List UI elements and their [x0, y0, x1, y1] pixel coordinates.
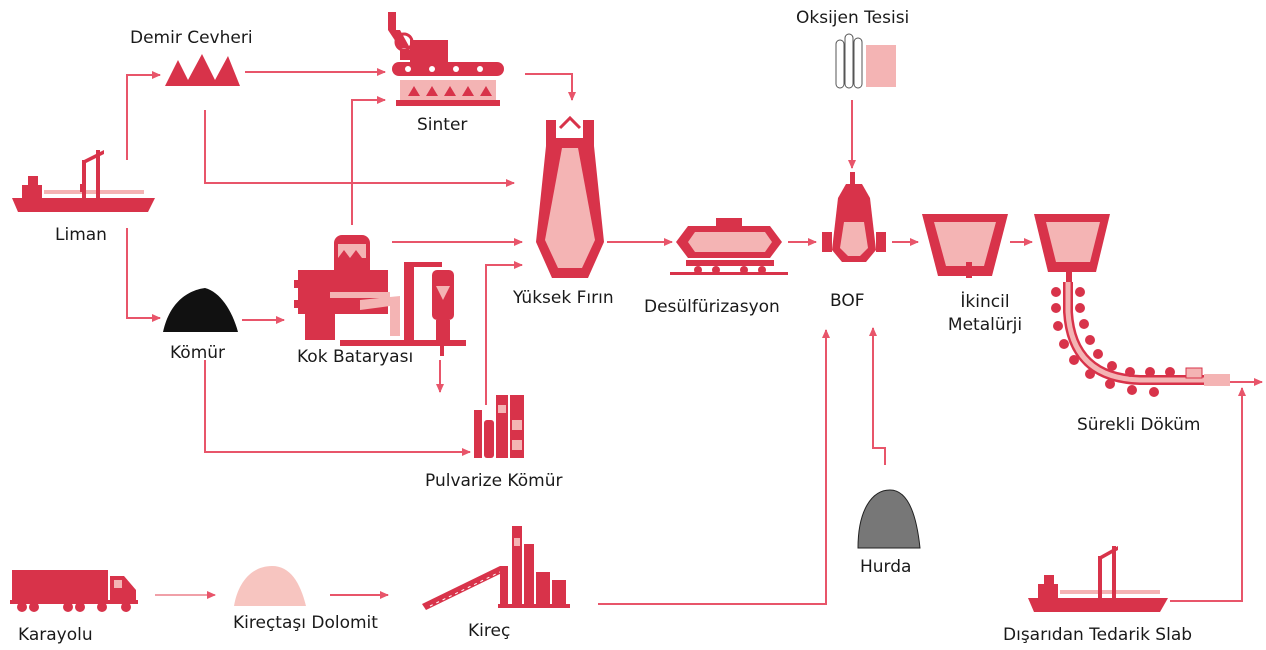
- coke-oven-icon: [294, 235, 466, 356]
- arrow-hurda-bof: [869, 327, 886, 465]
- oxygen-tanks-icon: [835, 33, 896, 89]
- label-disaridan-tedarik-slab: Dışarıdan Tedarik Slab: [1003, 625, 1193, 645]
- label-kok-bataryasi: Kok Bataryası: [297, 347, 414, 367]
- flow-arrows: [126, 68, 1263, 605]
- label-bof: BOF: [830, 291, 865, 311]
- sinter-machine-icon: [388, 12, 504, 106]
- label-oksijen-tesisi: Oksijen Tesisi: [796, 8, 910, 28]
- arrow-kok-sinter: [351, 96, 386, 225]
- label-desulfurizasyon: Desülfürizasyon: [644, 297, 780, 317]
- label-demir-cevheri: Demir Cevheri: [130, 28, 253, 48]
- torpedo-car-icon: [670, 218, 788, 275]
- label-ikincil-line2: Metalürji: [947, 315, 1023, 335]
- arrow-liman-demir: [126, 71, 161, 160]
- limestone-pile-icon: [234, 566, 306, 606]
- label-komur: Kömür: [170, 343, 226, 363]
- blast-furnace-icon: [536, 115, 604, 278]
- label-hurda: Hurda: [860, 557, 912, 577]
- truck-icon: [10, 570, 138, 612]
- scrap-pile-icon: [857, 489, 921, 549]
- arrow-sinter-yuksek: [525, 73, 576, 101]
- arrow-slab-out: [1170, 387, 1246, 602]
- label-karayolu: Karayolu: [18, 625, 93, 645]
- label-kirectasi-dolomit: Kireçtaşı Dolomit: [233, 613, 378, 633]
- converter-icon: [822, 172, 886, 262]
- arrow-pulv-yuksek: [485, 261, 523, 405]
- label-yuksek-firin: Yüksek Fırın: [513, 288, 614, 308]
- label-ikincil-line1: İkincil: [960, 292, 1010, 312]
- label-liman: Liman: [55, 225, 107, 245]
- label-pulvarize-komur: Pulvarize Kömür: [425, 471, 563, 491]
- label-kirec: Kireç: [468, 621, 511, 641]
- label-surekli-dokum: Sürekli Döküm: [1077, 415, 1201, 435]
- coal-pile-icon: [163, 288, 238, 332]
- ladle-icon: [922, 214, 1008, 278]
- arrow-demir-yuksek: [204, 110, 515, 187]
- arrow-liman-komur: [126, 228, 161, 322]
- cargo-ship-icon: [12, 150, 155, 212]
- lime-kiln-icon: [422, 526, 570, 610]
- pulverizer-icon: [474, 395, 524, 458]
- arrow-kirec-bof: [598, 329, 830, 605]
- caster-icon: [1034, 214, 1230, 397]
- label-sinter: Sinter: [417, 115, 468, 135]
- iron-ore-pile-icon: [165, 54, 240, 86]
- label-ikincil-metalurji: İkincil Metalürji: [935, 292, 1035, 335]
- arrow-komur-pulv: [204, 360, 471, 456]
- slab-ship-icon: [1028, 546, 1168, 612]
